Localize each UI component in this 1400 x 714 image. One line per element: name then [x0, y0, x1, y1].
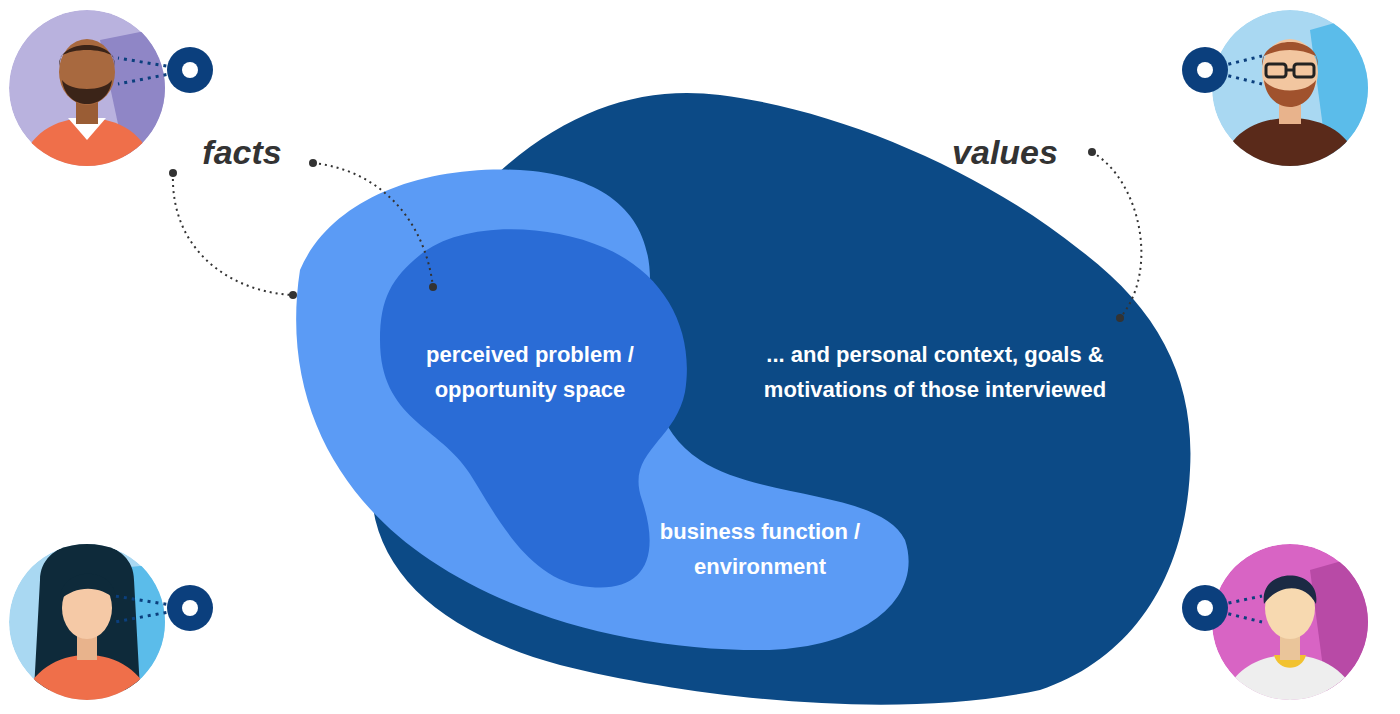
annotation-label: facts	[202, 133, 281, 172]
leader-dot	[169, 148, 1124, 322]
person-avatar	[9, 543, 200, 714]
viewer-eye	[115, 585, 213, 631]
leader-line	[173, 152, 1141, 318]
viewer-eye	[118, 47, 213, 93]
environment-blob: business function / environment perceived…	[280, 160, 920, 660]
annotation-label: values	[952, 133, 1058, 172]
region-label: ... and personal context, goals & motiva…	[715, 337, 1155, 407]
person-avatar	[9, 10, 200, 180]
viewer-eye	[1182, 47, 1262, 93]
blob-fill	[380, 229, 687, 587]
region-label: business function / environment	[630, 514, 890, 584]
blob-outline	[375, 215, 695, 595]
context-blob: ... and personal context, goals & motiva…	[280, 80, 1200, 710]
person-avatar	[1212, 10, 1380, 180]
person-avatar	[1212, 544, 1380, 714]
problem-blob: perceived problem / opportunity space	[375, 215, 695, 595]
blob-fill	[296, 170, 908, 650]
viewer-eye	[1182, 585, 1262, 631]
region-label: perceived problem / opportunity space	[395, 337, 665, 407]
